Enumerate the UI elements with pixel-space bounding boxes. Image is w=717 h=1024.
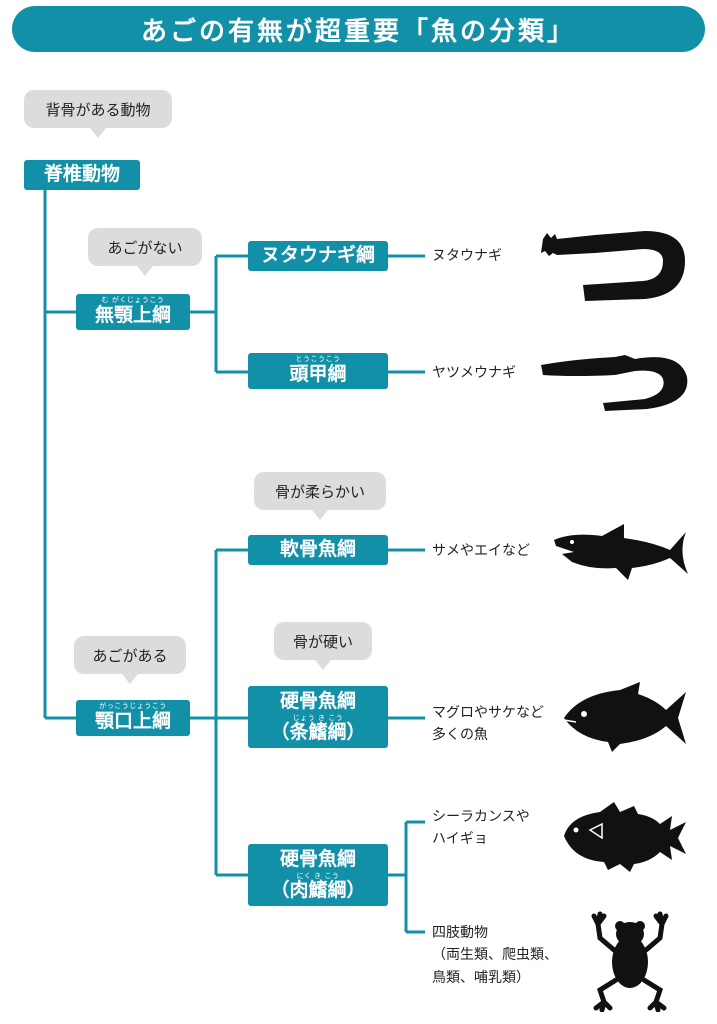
lamprey-class-ruby: とうこうこう bbox=[295, 355, 341, 364]
tetrapod-example-line2: （両生類、爬虫類、 bbox=[432, 947, 558, 964]
cartilaginous-class-box: 軟骨魚綱 bbox=[248, 535, 388, 565]
agnatha-note-bubble: あごがない bbox=[88, 228, 202, 276]
lamprey-example: ヤツメウナギ bbox=[432, 365, 516, 381]
coelacanth-icon bbox=[564, 802, 686, 872]
cartilaginous-class-label: 軟骨魚綱 bbox=[279, 538, 356, 561]
tetrapod-example-line3: 鳥類、哺乳類） bbox=[432, 969, 530, 986]
ray-finned-note-bubble: 骨が硬い bbox=[274, 622, 372, 670]
lamprey-icon bbox=[541, 355, 688, 411]
coelacanth-example-line1: シーラカンスや bbox=[432, 809, 530, 825]
lobe-finned-ruby: にく き こう bbox=[296, 871, 340, 880]
hagfish-example: ヌタウナギ bbox=[432, 248, 502, 264]
ray-finned-example: マグロやサケなど 多くの魚 bbox=[432, 702, 544, 747]
gnathostomata-box: がっこうじょうこう 顎口上綱 bbox=[76, 700, 190, 736]
ray-finned-class-sub: （条鰭綱） bbox=[270, 720, 366, 743]
fish-icon bbox=[563, 682, 686, 752]
hagfish-class-box: ヌタウナギ綱 bbox=[248, 241, 388, 271]
agnatha-ruby: む がくじょうこう bbox=[101, 296, 165, 305]
vertebrata-label: 脊椎動物 bbox=[43, 163, 120, 186]
root-note: 背骨がある動物 bbox=[45, 100, 151, 119]
ray-finned-ruby: じょう き こう bbox=[292, 713, 344, 722]
gnathostomata-label: 顎口上綱 bbox=[94, 710, 171, 733]
ray-finned-class-label: 硬骨魚綱 bbox=[279, 689, 356, 712]
page-title: あごの有無が超重要「魚の分類」 bbox=[140, 16, 576, 47]
lamprey-class-label: 頭甲綱 bbox=[289, 363, 347, 386]
agnatha-note: あごがない bbox=[107, 238, 183, 257]
coelacanth-example-line2: ハイギョ bbox=[432, 831, 488, 848]
gnathostomata-ruby: がっこうじょうこう bbox=[99, 702, 167, 711]
lobe-finned-class-sub: （肉鰭綱） bbox=[270, 878, 366, 901]
vertebrata-box: 脊椎動物 bbox=[24, 160, 140, 190]
agnatha-box: む がくじょうこう 無顎上綱 bbox=[76, 294, 190, 330]
cartilaginous-note-bubble: 骨が柔らかい bbox=[254, 472, 386, 520]
ray-finned-class-box: 硬骨魚綱 じょう き こう （条鰭綱） bbox=[248, 686, 388, 748]
tetrapod-example: 四肢動物 （両生類、爬虫類、 鳥類、哺乳類） bbox=[432, 922, 558, 989]
coelacanth-example: シーラカンスや ハイギョ bbox=[432, 806, 530, 851]
agnatha-label: 無顎上綱 bbox=[94, 304, 171, 327]
ray-finned-example-line2: 多くの魚 bbox=[432, 727, 488, 744]
gnathostomata-note: あごがある bbox=[92, 646, 168, 665]
shark-icon bbox=[554, 524, 688, 580]
hagfish-class-label: ヌタウナギ綱 bbox=[260, 244, 375, 267]
frog-icon bbox=[591, 911, 669, 1012]
lobe-finned-class-label: 硬骨魚綱 bbox=[279, 847, 356, 870]
lamprey-class-box: とうこうこう 頭甲綱 bbox=[248, 353, 388, 389]
root-note-bubble: 背骨がある動物 bbox=[24, 90, 172, 138]
title-banner: あごの有無が超重要「魚の分類」 bbox=[12, 6, 705, 52]
lobe-finned-class-box: 硬骨魚綱 にく き こう （肉鰭綱） bbox=[248, 844, 388, 906]
ray-finned-example-line1: マグロやサケなど bbox=[432, 705, 544, 721]
cartilaginous-note: 骨が柔らかい bbox=[274, 482, 365, 501]
gnathostomata-note-bubble: あごがある bbox=[74, 636, 186, 684]
ray-finned-note: 骨が硬い bbox=[292, 632, 353, 651]
hagfish-icon bbox=[541, 231, 685, 301]
cartilaginous-example: サメやエイなど bbox=[432, 543, 530, 559]
tetrapod-example-line1: 四肢動物 bbox=[432, 925, 488, 941]
